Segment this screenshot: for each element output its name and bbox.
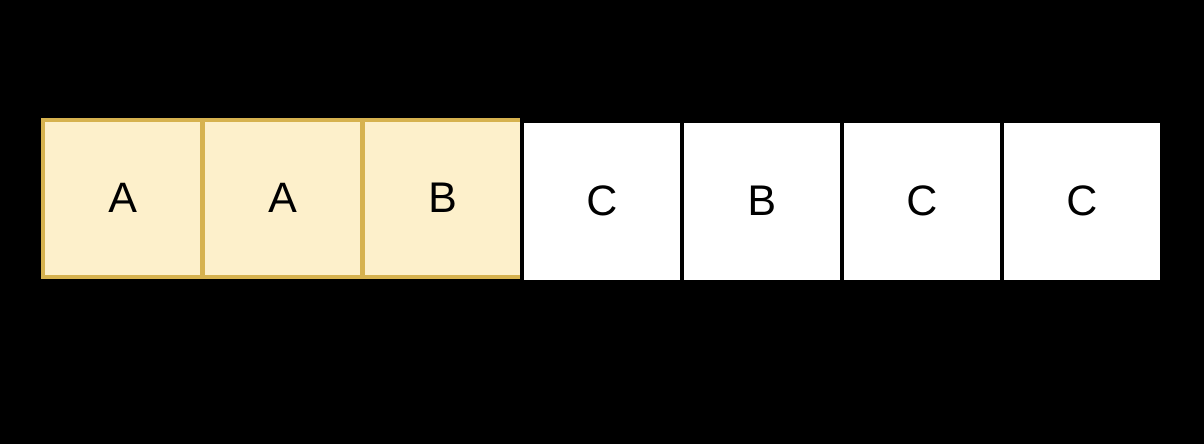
cell: C — [1003, 122, 1160, 280]
cell-label: A — [268, 174, 297, 223]
cell: A — [44, 122, 201, 276]
cell-label: B — [428, 174, 457, 223]
cell: C — [523, 122, 680, 280]
cell: C — [843, 122, 1000, 280]
cell-label: C — [586, 176, 618, 225]
cell-label: C — [1066, 176, 1098, 225]
cell: B — [364, 122, 521, 276]
cell: A — [204, 122, 361, 276]
cell-label: A — [108, 174, 137, 223]
cell-label: B — [747, 176, 777, 225]
cell: B — [683, 122, 840, 280]
cell-label: C — [906, 176, 938, 225]
